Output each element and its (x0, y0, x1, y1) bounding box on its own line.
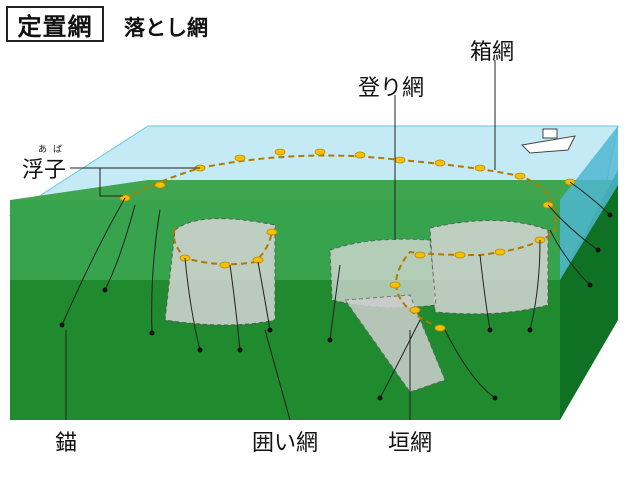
diagram-subtitle: 落とし網 (124, 16, 208, 40)
box-net (429, 220, 549, 315)
label-anchor: 錨 (55, 431, 78, 456)
label-float: 浮子 (22, 158, 67, 183)
seabed-side (560, 170, 618, 420)
diagram-title: 定置網 (6, 6, 104, 42)
fence-net (344, 294, 446, 393)
anchor-points (59, 212, 613, 401)
floats (119, 148, 576, 332)
label-enclosure-net: 囲い網 (252, 431, 319, 456)
boat-icon (520, 128, 576, 154)
label-fence-net: 垣網 (388, 431, 433, 456)
anchor-lines (61, 181, 611, 399)
float-ruby: あば (38, 145, 69, 155)
label-climb-net: 登り網 (358, 76, 425, 101)
water-side (560, 126, 618, 280)
float-line (124, 154, 557, 331)
label-box-net: 箱網 (470, 40, 515, 65)
callout-lines (65, 60, 496, 421)
enclosure-net (164, 218, 276, 326)
